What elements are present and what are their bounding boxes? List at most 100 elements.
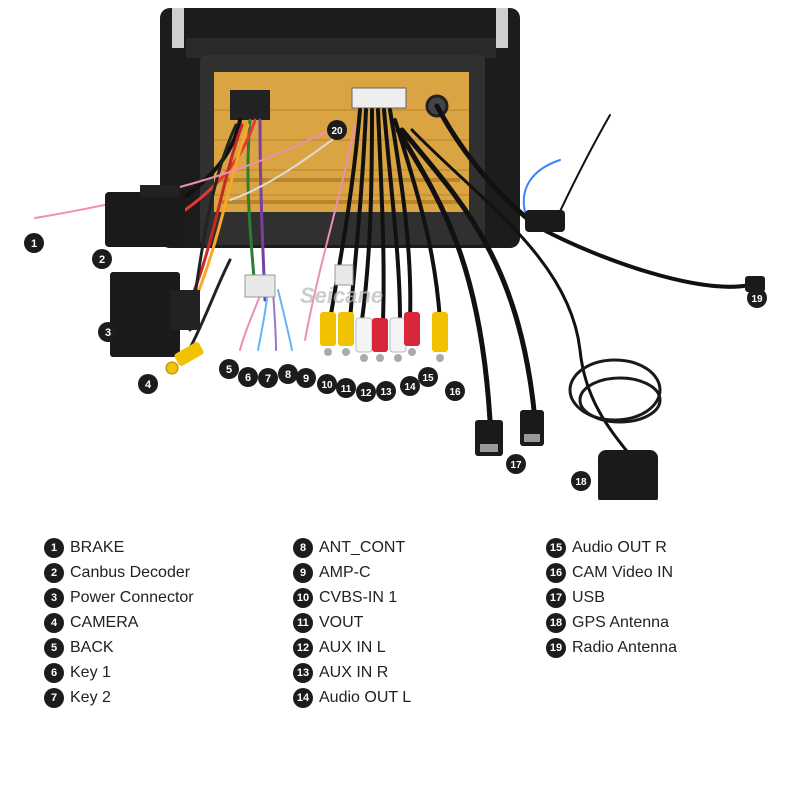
svg-text:3: 3 xyxy=(105,327,111,339)
legend-item: 15 Audio OUT R xyxy=(546,535,677,560)
svg-text:4: 4 xyxy=(145,379,152,391)
callout-14: 14 xyxy=(400,376,420,396)
callout-15: 15 xyxy=(418,367,438,387)
legend-number: 15 xyxy=(546,537,566,558)
svg-text:1: 1 xyxy=(31,238,37,250)
legend-label: AUX IN L xyxy=(319,638,386,656)
wires xyxy=(34,103,752,457)
legend-number: 1 xyxy=(44,537,64,558)
callout-13: 13 xyxy=(376,381,396,401)
legend-number: 8 xyxy=(293,537,313,558)
legend-item: 13 AUX IN R xyxy=(293,660,411,685)
gps-antenna xyxy=(568,358,662,500)
legend-number: 6 xyxy=(44,662,64,683)
camera-rca-plug xyxy=(165,342,204,375)
callout-10: 10 xyxy=(317,374,337,394)
legend-label: Canbus Decoder xyxy=(70,563,191,581)
legend-number: 4 xyxy=(44,612,64,633)
callout-6: 6 xyxy=(238,367,258,387)
callout-3: 3 xyxy=(98,322,118,342)
legend-label: AMP-C xyxy=(319,563,371,581)
svg-text:12: 12 xyxy=(360,388,372,399)
legend-item: 3 Power Connector xyxy=(44,585,194,610)
legend-item: 18 GPS Antenna xyxy=(546,610,677,635)
legend-number: 18 xyxy=(546,612,566,633)
legend-label: Audio OUT L xyxy=(319,688,412,706)
legend-label: Power Connector xyxy=(70,588,194,606)
svg-text:14: 14 xyxy=(404,382,416,393)
callout-9: 9 xyxy=(296,368,316,388)
legend-item: 14 Audio OUT L xyxy=(293,685,411,710)
canbus-decoder-box xyxy=(105,185,185,247)
usb-plugs xyxy=(475,410,544,456)
legend-item: 11 VOUT xyxy=(293,610,411,635)
callout-11: 11 xyxy=(336,378,356,398)
legend-number: 7 xyxy=(44,687,64,708)
callout-19: 19 xyxy=(747,288,767,308)
legend-item: 9 AMP-C xyxy=(293,560,411,585)
svg-text:18: 18 xyxy=(575,477,587,488)
svg-text:5: 5 xyxy=(226,364,232,376)
legend-column-3: 15 Audio OUT R 16 CAM Video IN 17 USB 18 GPS… xyxy=(546,535,677,660)
legend-label: BRAKE xyxy=(70,538,125,556)
callout-12: 12 xyxy=(356,382,376,402)
legend-label: VOUT xyxy=(319,613,364,631)
svg-text:6: 6 xyxy=(245,372,251,384)
callout-20: 20 xyxy=(327,120,347,140)
legend-number: 13 xyxy=(293,662,313,683)
legend-number: 3 xyxy=(44,587,64,608)
power-connector-box xyxy=(110,272,200,357)
svg-text:16: 16 xyxy=(449,387,461,398)
callout-1: 1 xyxy=(24,233,44,253)
legend-number: 14 xyxy=(293,687,313,708)
legend-number: 10 xyxy=(293,587,313,608)
legend-number: 17 xyxy=(546,587,566,608)
legend-item: 10 CVBS-IN 1 xyxy=(293,585,411,610)
legend-number: 5 xyxy=(44,637,64,658)
legend-item: 6 Key 1 xyxy=(44,660,194,685)
legend-label: Audio OUT R xyxy=(572,538,667,556)
callout-7: 7 xyxy=(258,368,278,388)
svg-text:19: 19 xyxy=(751,294,763,305)
svg-text:13: 13 xyxy=(380,387,392,398)
legend-item: 7 Key 2 xyxy=(44,685,194,710)
legend-label: Key 2 xyxy=(70,688,111,706)
svg-text:20: 20 xyxy=(331,126,343,137)
callout-18: 18 xyxy=(571,471,591,491)
legend-number: 2 xyxy=(44,562,64,583)
legend-item: 1 BRAKE xyxy=(44,535,194,560)
legend-item: 16 CAM Video IN xyxy=(546,560,677,585)
legend-number: 11 xyxy=(293,612,313,633)
legend-number: 19 xyxy=(546,637,566,658)
svg-text:17: 17 xyxy=(510,460,522,471)
legend-number: 12 xyxy=(293,637,313,658)
svg-text:2: 2 xyxy=(99,254,105,266)
callout-16: 16 xyxy=(445,381,465,401)
legend-label: CAM Video IN xyxy=(572,563,674,581)
legend-item: 8 ANT_CONT xyxy=(293,535,411,560)
legend-item: 2 Canbus Decoder xyxy=(44,560,194,585)
callout-17: 17 xyxy=(506,454,526,474)
legend-label: ANT_CONT xyxy=(319,538,406,556)
legend-label: USB xyxy=(572,588,605,606)
wiring-diagram: Seicane 1 2 3 4 5 6 7 8 9 10 11 12 13 14… xyxy=(24,8,767,500)
callout-8: 8 xyxy=(278,364,298,384)
svg-text:15: 15 xyxy=(422,373,434,384)
callout-4: 4 xyxy=(138,374,158,394)
callout-2: 2 xyxy=(92,249,112,269)
legend-label: GPS Antenna xyxy=(572,613,669,631)
legend-number: 9 xyxy=(293,562,313,583)
legend-label: Key 1 xyxy=(70,663,111,681)
svg-text:11: 11 xyxy=(341,384,352,395)
legend-item: 12 AUX IN L xyxy=(293,635,411,660)
legend-label: CVBS-IN 1 xyxy=(319,588,398,606)
legend-label: AUX IN R xyxy=(319,663,389,681)
legend-number: 16 xyxy=(546,562,566,583)
radio-antenna-plug xyxy=(525,210,765,292)
svg-text:7: 7 xyxy=(265,373,271,385)
